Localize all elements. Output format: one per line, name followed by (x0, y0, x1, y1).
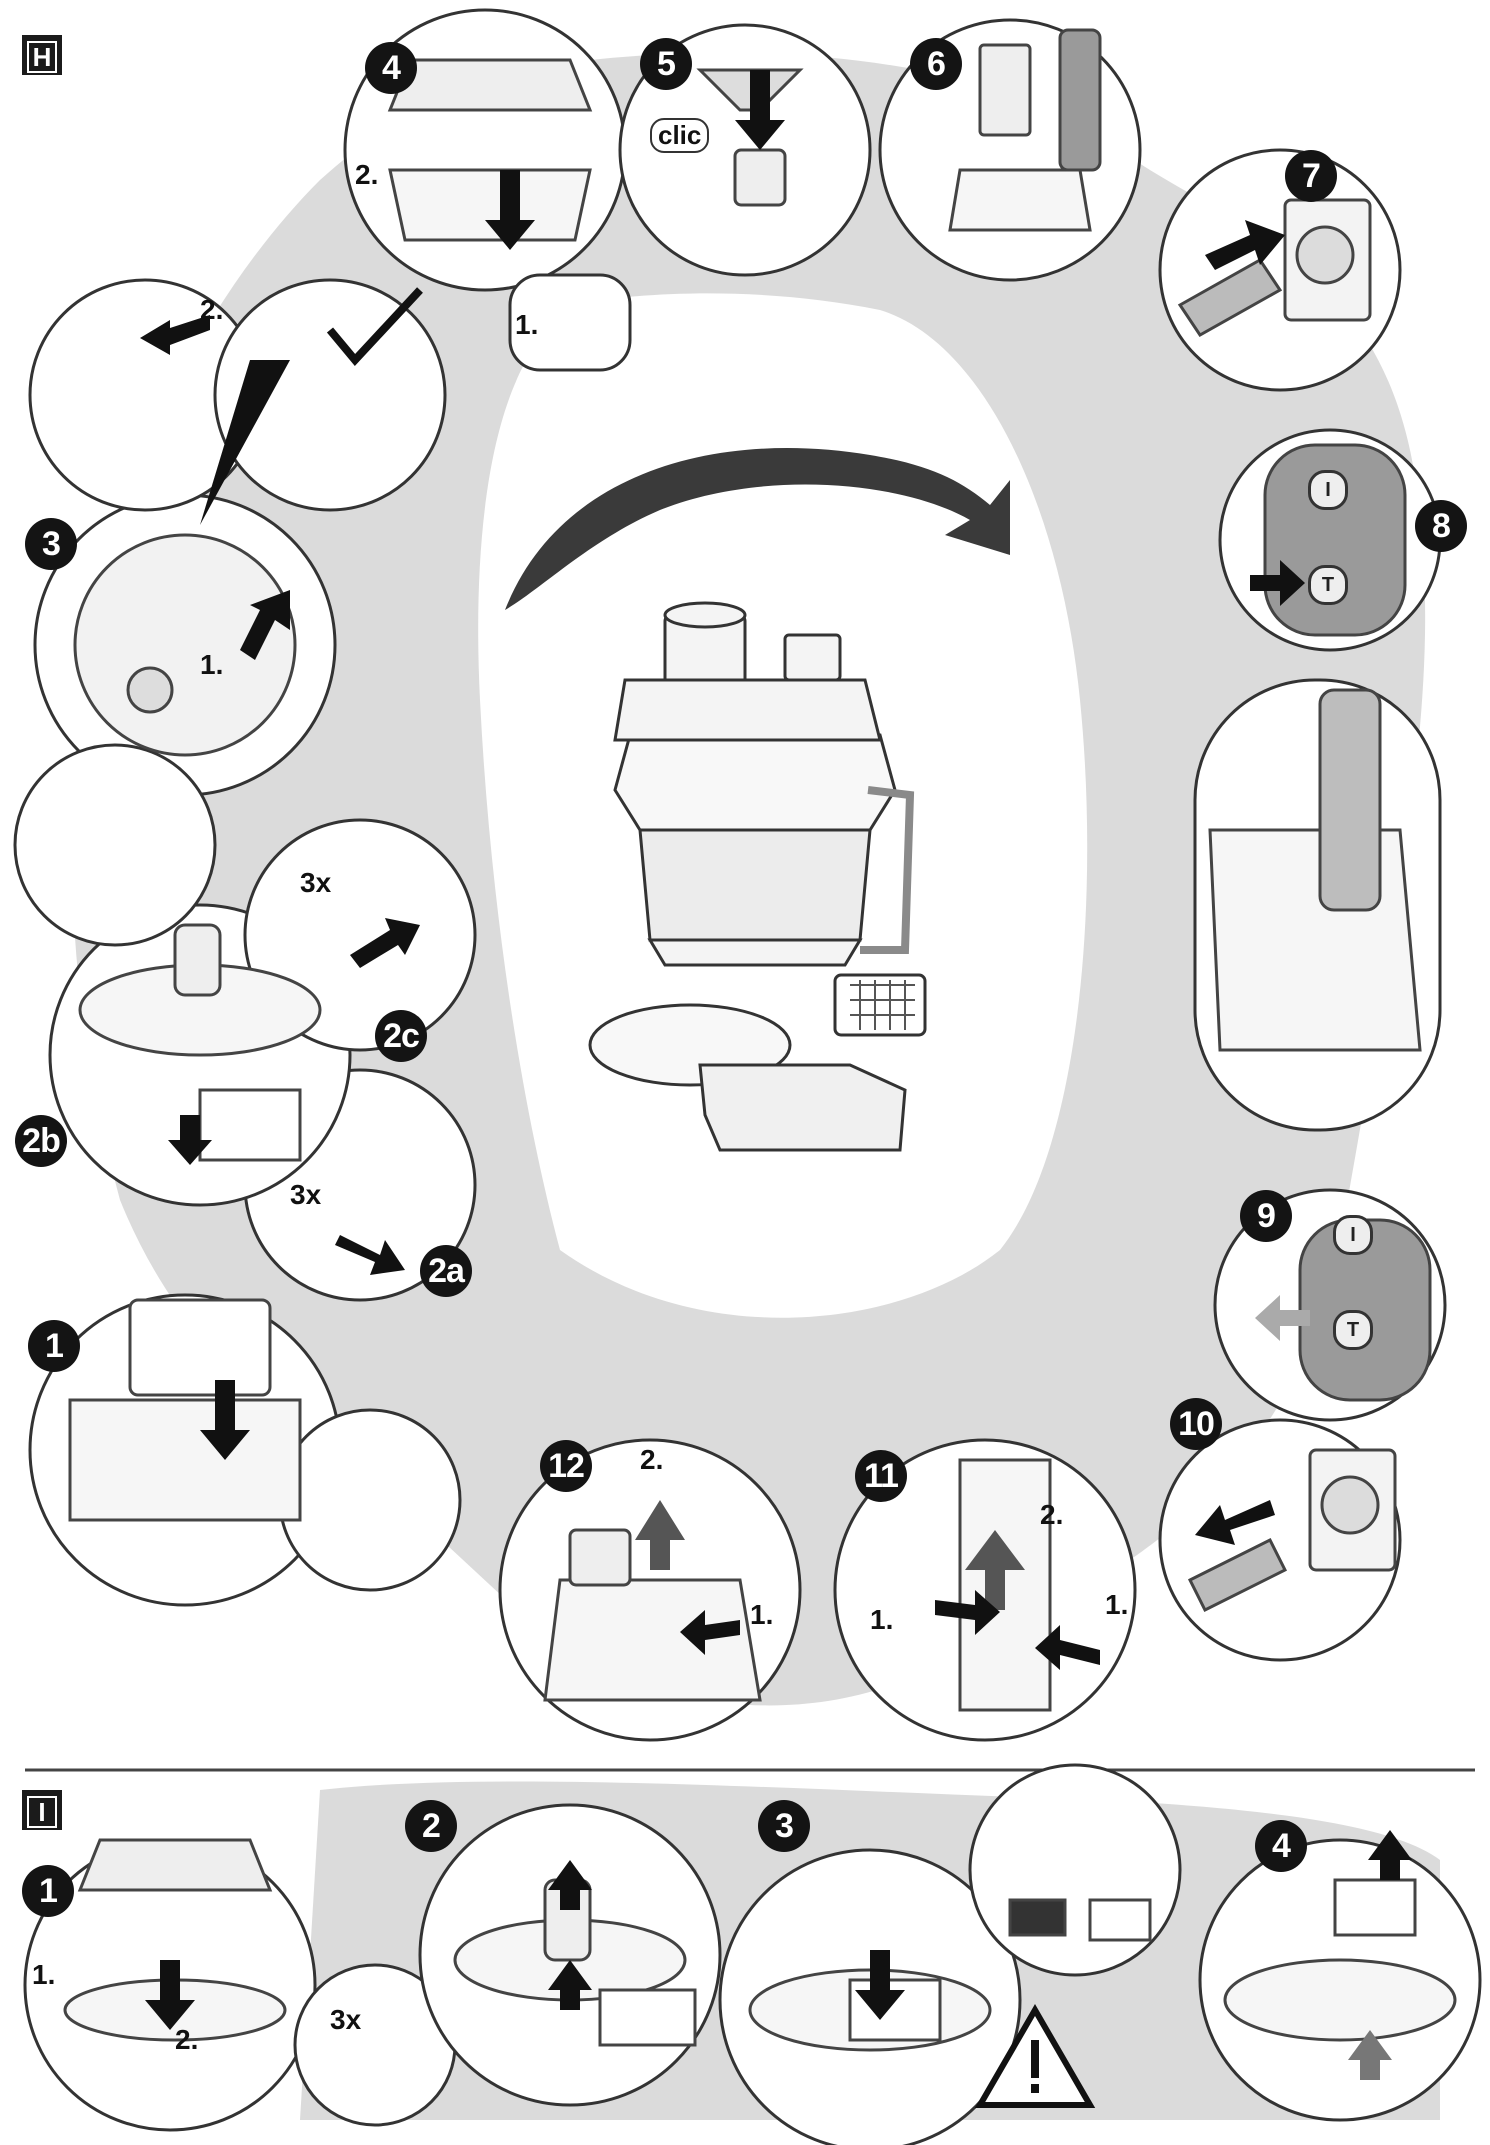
section-i-label: I (27, 1796, 57, 1828)
i-step-4-badge: 4 (1255, 1820, 1307, 1872)
i-step-1-two-label: 2. (175, 2024, 199, 2055)
step-11-badge: 11 (855, 1450, 907, 1502)
section-i-marker: I (22, 1790, 62, 1830)
check-mark (326, 287, 423, 367)
step-3-one-label: 1. (200, 649, 224, 680)
step-9-badge: 9 (1240, 1190, 1292, 1242)
step-4-two-label: 2. (355, 159, 379, 190)
step-4-one-label: 1. (515, 309, 539, 340)
step-arrows (140, 70, 1310, 1670)
i-step-2-badge: 2 (405, 1800, 457, 1852)
i-step-3-badge: 3 (758, 1800, 810, 1852)
i-step-1-one-label: 1. (32, 1959, 56, 1990)
step-3-zoom-right (213, 278, 447, 512)
step-4-detail-box (508, 273, 632, 372)
step-2c-badge: 2c (375, 1010, 427, 1062)
center-grid-insert (850, 980, 915, 1030)
step-11-two-label: 2. (1040, 1499, 1064, 1530)
step-12-two-label: 2. (640, 1444, 664, 1475)
turbo-switch-icon-9: T (1333, 1310, 1373, 1350)
step-2b-badge: 2b (15, 1115, 67, 1167)
step-11-left-label: 1. (870, 1604, 894, 1635)
section-h-label: H (27, 41, 57, 73)
section-h-marker: H (22, 35, 62, 75)
warning-icon (974, 2004, 1096, 2108)
step-7-badge: 7 (1285, 150, 1337, 202)
step-1-badge: 1 (28, 1320, 80, 1372)
step-3-two-label: 2. (200, 294, 224, 325)
step-3-detail-circle (13, 743, 217, 947)
turbo-switch-icon: T (1308, 565, 1348, 605)
step-6-badge: 6 (910, 38, 962, 90)
step-5-badge: 5 (640, 38, 692, 90)
center-food-processor (588, 601, 927, 1152)
step-8-badge: 8 (1415, 500, 1467, 552)
on-switch-icon-9: I (1333, 1215, 1373, 1255)
step-2c-repeat-label: 3x (300, 867, 332, 898)
step-10-badge: 10 (1170, 1398, 1222, 1450)
center-curved-arrow (505, 448, 1010, 610)
on-switch-icon: I (1308, 470, 1348, 510)
i-arrows (145, 1830, 1412, 2080)
callout-wedge (200, 360, 290, 525)
step-2a-repeat-label: 3x (290, 1179, 322, 1210)
h-circle-details (68, 28, 1432, 1712)
clic-label: clic (650, 118, 710, 153)
i-step-3-detail (968, 1763, 1182, 1977)
step-2a-badge: 2a (420, 1245, 472, 1297)
step-12-badge: 12 (540, 1440, 592, 1492)
i-step-1-repeat-label: 3x (330, 2004, 362, 2035)
i-circle-details (63, 1838, 1457, 2052)
step-3-badge: 3 (25, 518, 77, 570)
step-4-badge: 4 (365, 42, 417, 94)
step-1-detail-circle (278, 1408, 462, 1592)
i-step-1-badge: 1 (22, 1865, 74, 1917)
step-11-right-label: 1. (1105, 1589, 1129, 1620)
step-12-one-label: 1. (750, 1599, 774, 1630)
